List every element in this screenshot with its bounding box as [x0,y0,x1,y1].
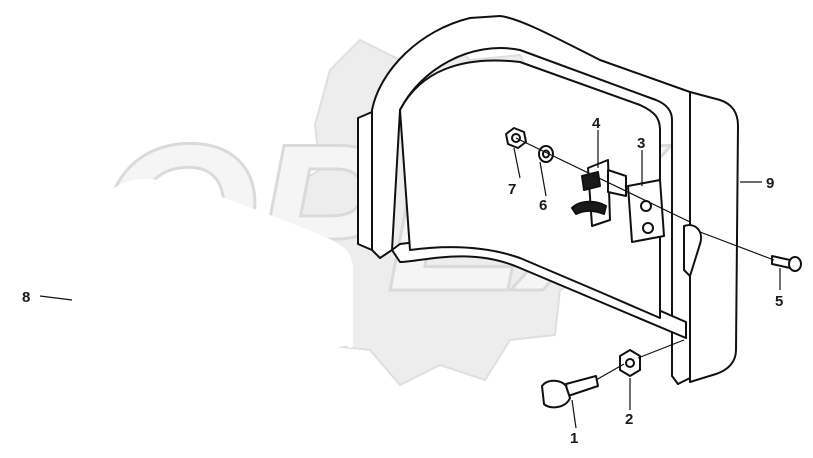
part-4-latch [571,159,627,227]
part-1-bolt [541,375,599,409]
callout-3: 3 [637,135,645,152]
callout-4: 4 [592,115,601,132]
callout-5: 5 [775,293,783,310]
callout-8: 8 [22,289,30,306]
callout-9: 9 [766,175,774,192]
leader-lines [39,130,781,429]
callout-1: 1 [570,430,578,447]
callout-labels: 1 2 3 4 5 6 7 8 9 [22,115,783,447]
callout-7: 7 [508,181,516,198]
part-2-nut [619,349,641,377]
part-5-screw [771,255,802,272]
callout-2: 2 [625,411,633,428]
assembly-axis-lines [515,137,775,381]
part-3-plate [627,179,665,243]
part-6-washer [538,145,554,163]
part-8-bail-handle [71,178,353,398]
callout-6: 6 [539,197,547,214]
